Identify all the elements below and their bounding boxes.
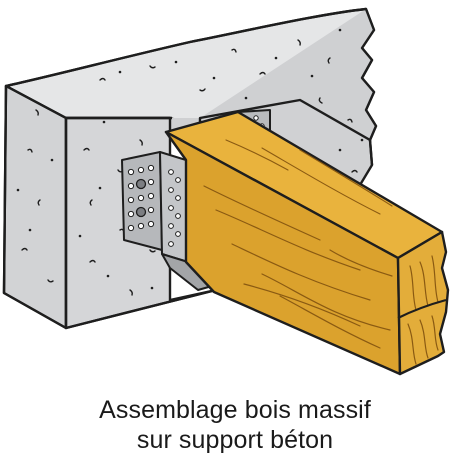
anchor-bolts bbox=[135, 178, 147, 218]
caption-line-2: sur support béton bbox=[136, 426, 334, 454]
concrete-front-face bbox=[2, 84, 68, 330]
beam-grain-top bbox=[225, 139, 393, 215]
concrete-dots bbox=[16, 28, 364, 290]
bolt-upper bbox=[135, 178, 147, 190]
beam-end-crack bbox=[397, 298, 447, 319]
beam-end-face bbox=[396, 230, 450, 376]
bolt-lower bbox=[135, 206, 147, 218]
beam-grain-side bbox=[203, 185, 393, 349]
hanger-side-plate bbox=[159, 151, 189, 263]
hanger-seat bbox=[161, 253, 213, 291]
hanger-left-flange bbox=[121, 151, 163, 251]
beam-end-grain bbox=[407, 255, 439, 365]
solid-wood-beam bbox=[164, 110, 450, 376]
caption-line-1: Assemblage bois massif bbox=[99, 396, 371, 424]
